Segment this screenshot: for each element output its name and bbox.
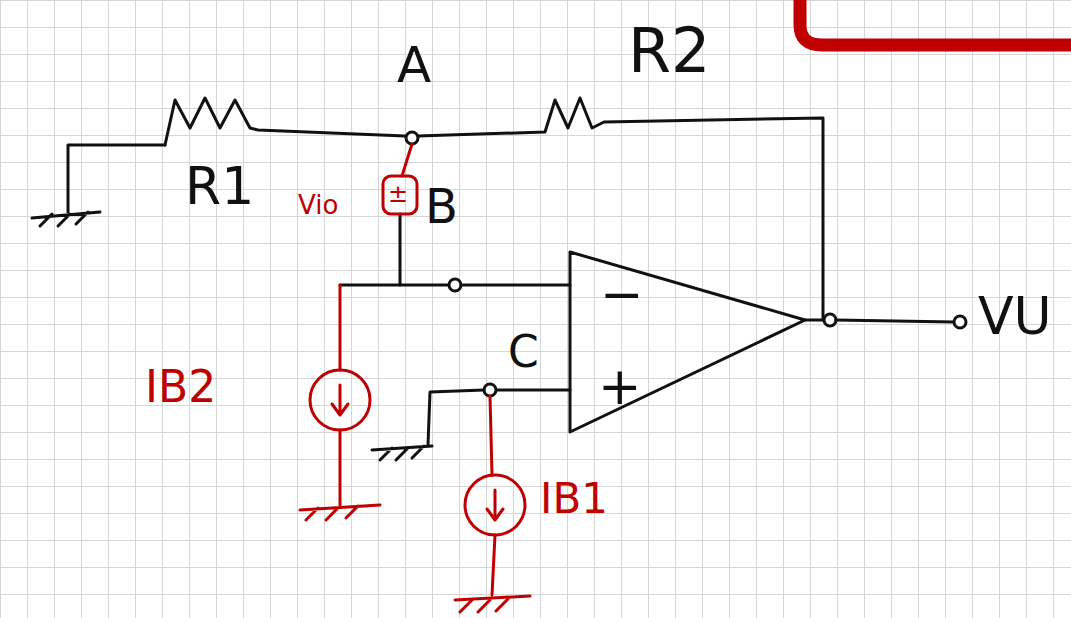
signal-name: VU: [978, 290, 1052, 342]
current-source: [465, 475, 525, 535]
arrow-symbol: [332, 385, 348, 415]
node-name: A: [397, 40, 431, 90]
wire: [836, 320, 954, 322]
wire: [339, 285, 342, 370]
component-name: R1: [185, 160, 254, 212]
wire: [68, 145, 165, 212]
resistor-symbol: [418, 98, 823, 320]
input-sign: −: [600, 268, 644, 320]
wire: [399, 214, 402, 285]
source-name: IB1: [540, 478, 608, 520]
arrow-symbol: [487, 490, 503, 520]
highlight-box: [800, 0, 1071, 45]
wire: [805, 319, 824, 322]
node-name: C: [508, 330, 539, 374]
source-name: Vio: [298, 192, 338, 218]
polarity-mark: ±: [388, 182, 408, 206]
opamp-symbol: [570, 252, 805, 432]
ground-symbol: [372, 446, 432, 460]
component-name: R2: [628, 20, 711, 82]
wire: [428, 390, 484, 445]
input-sign: +: [598, 360, 642, 412]
ground-symbol: [32, 212, 100, 226]
node-dot: [449, 279, 461, 291]
node-dot: [484, 384, 496, 396]
node-dot: [406, 132, 418, 144]
ground-symbol: [455, 535, 530, 612]
wire: [490, 396, 492, 475]
wire: [461, 284, 570, 287]
node-dot: [824, 314, 836, 326]
voltage-source: [383, 176, 417, 214]
wire: [340, 284, 449, 287]
node-name: B: [425, 182, 458, 230]
wire: [496, 389, 570, 392]
current-source: [310, 370, 370, 430]
source-name: IB2: [145, 365, 216, 409]
terminal: [954, 316, 966, 328]
wire: [402, 144, 412, 176]
resistor-symbol: [165, 98, 405, 145]
ground-symbol: [300, 430, 380, 520]
